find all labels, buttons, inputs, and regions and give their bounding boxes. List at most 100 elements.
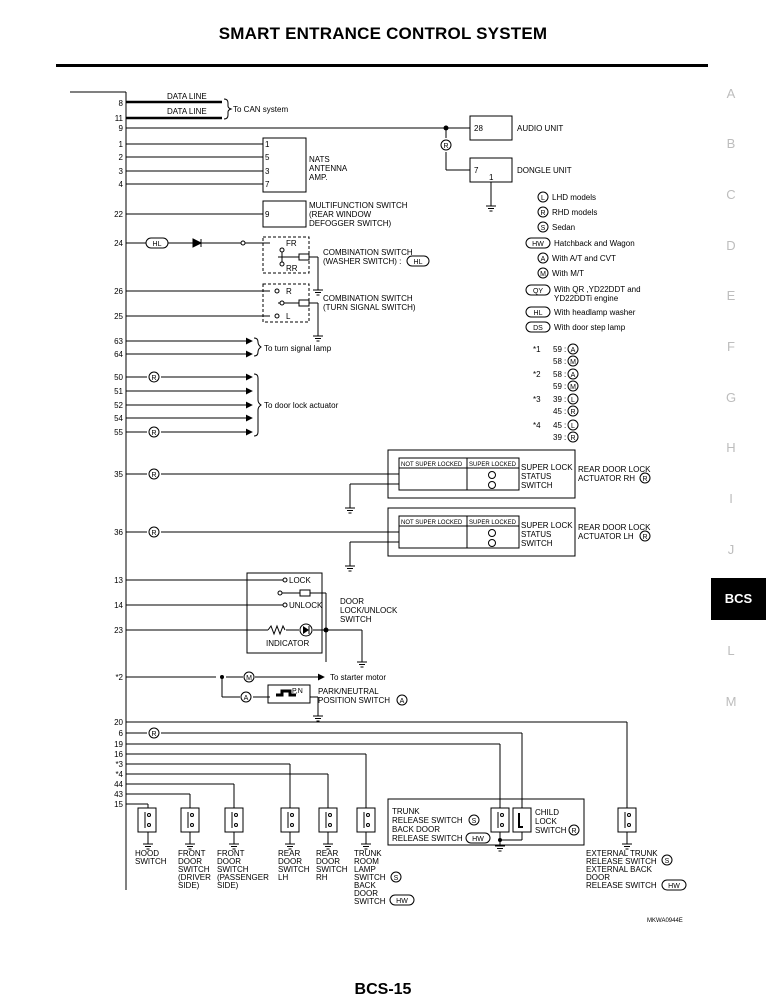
note-pin: 59 [553,345,562,354]
tab-c[interactable]: C [726,187,736,202]
tab-e[interactable]: E [726,288,736,303]
rear-rh-switch-label: REAR [316,849,338,858]
code-badge-r: R [440,139,452,151]
door-lock-switch-label: DOOR [340,597,364,606]
terminal-label: 51 [114,387,123,396]
tab-f[interactable]: F [727,339,735,354]
front-passenger-label: (PASSENGER [217,873,269,882]
svg-text:M: M [246,675,252,682]
wiring-diagram: 8 11 9 1 2 3 4 22 24 26 25 63 64 50 51 5… [70,91,687,924]
note-code: R [570,435,575,442]
terminal-label: 8 [119,99,124,108]
terminal-label: 36 [114,528,123,537]
r-label: R [286,287,292,296]
note-code: A [571,372,576,379]
code-badge-r: R [568,824,580,836]
rear-lh-switch-label: REAR [278,849,300,858]
svg-text:S: S [472,818,477,825]
front-driver-label: SWITCH [178,865,210,874]
tab-l[interactable]: L [727,643,735,658]
comb-washer-label: (WASHER SWITCH) : [323,257,401,266]
tab-i[interactable]: I [729,491,733,506]
pn-label: P,N [292,688,303,695]
terminal-label: 43 [114,790,123,799]
to-door-lock-label: To door lock actuator [264,401,339,410]
trunk-release-label: RELEASE SWITCH [392,816,463,825]
note-code: A [571,347,576,354]
super-status-label: STATUS [521,472,551,481]
svg-text::: : [564,357,566,366]
l-label: L [286,312,291,321]
mfs-label: (REAR WINDOW [309,210,372,219]
tab-bcs[interactable]: BCS [711,578,766,620]
note-pin: 58 [553,370,562,379]
svg-text:HL: HL [153,241,162,248]
rear-rh-switch-label: DOOR [316,857,340,866]
header-rule [56,64,708,67]
rear-lh-label: REAR DOOR LOCK [578,523,651,532]
nats-label: AMP. [309,173,328,182]
super-status-label: STATUS [521,530,551,539]
front-driver-label: (DRIVER [178,873,211,882]
child-lock-label: LOCK [535,817,557,826]
tab-a[interactable]: A [726,86,736,101]
child-lock-label: CHILD [535,808,559,817]
svg-text:Sedan: Sedan [552,223,575,232]
tab-j[interactable]: J [727,542,735,557]
terminal-label: 54 [114,414,123,423]
terminal-label: 4 [119,180,124,189]
terminal-label: 16 [114,750,123,759]
code-badge-r: R [148,371,160,383]
note-pin: 59 [553,382,562,391]
code-badge-a: A [396,694,408,706]
super-locked-label: SUPER LOCKED [469,462,517,468]
trunk-release-label: BACK DOOR [392,825,440,834]
front-passenger-label: SIDE) [217,881,239,890]
note-pin: 45 [553,407,562,416]
note-code: R [570,409,575,416]
comb-turn-label: (TURN SIGNAL SWITCH) [323,303,416,312]
indicator-label: INDICATOR [266,639,309,648]
code-badge-r: R [148,727,160,739]
to-starter-label: To starter motor [330,673,386,682]
section-tabs: A B C D E F G H I J BCS L M [711,0,766,1002]
code-badge-r: R [148,468,160,480]
pnp-label: PARK/NEUTRAL [318,687,379,696]
tab-g[interactable]: G [725,390,737,405]
svg-text:A: A [400,698,405,705]
front-driver-label: FRONT [178,849,206,858]
svg-text:RHD models: RHD models [552,208,597,217]
child-lock-label: SWITCH [535,826,567,835]
ext-trunk-label: EXTERNAL TRUNK [586,849,658,858]
svg-text:R: R [443,143,448,150]
pnp-label: POSITION SWITCH [318,696,390,705]
svg-text:M: M [540,271,546,278]
terminal-label: 9 [119,124,124,133]
rear-lh-switch-label: LH [278,873,288,882]
svg-text:A: A [541,256,546,263]
tab-m[interactable]: M [725,694,737,709]
code-badge-a: A [240,691,252,703]
rear-rh-switch-label: RH [316,873,328,882]
tab-h[interactable]: H [726,440,736,455]
rear-rh-label: ACTUATOR RH [578,474,635,483]
note-pin: 39 [553,433,562,442]
trunk-release-label: RELEASE SWITCH [392,834,463,843]
svg-text:With QR ,YD22DDT and: With QR ,YD22DDT and [554,285,641,294]
svg-text:S: S [394,875,399,882]
super-status-label: SUPER LOCK [521,521,573,530]
code-badge-r: R [148,426,160,438]
nats-label: ANTENNA [309,164,348,173]
svg-text:Hatchback and Wagon: Hatchback and Wagon [554,239,635,248]
terminal-label: 13 [114,576,123,585]
tab-d[interactable]: D [726,238,736,253]
trunk-room-label: SWITCH [354,873,386,882]
tab-b[interactable]: B [726,136,736,151]
code-badge-hw: HW [389,894,415,906]
trunk-room-label: LAMP [354,865,376,874]
svg-text:S: S [541,225,546,232]
terminal-label: 44 [114,780,123,789]
super-status-label: SWITCH [521,539,553,548]
svg-text::: : [564,395,566,404]
